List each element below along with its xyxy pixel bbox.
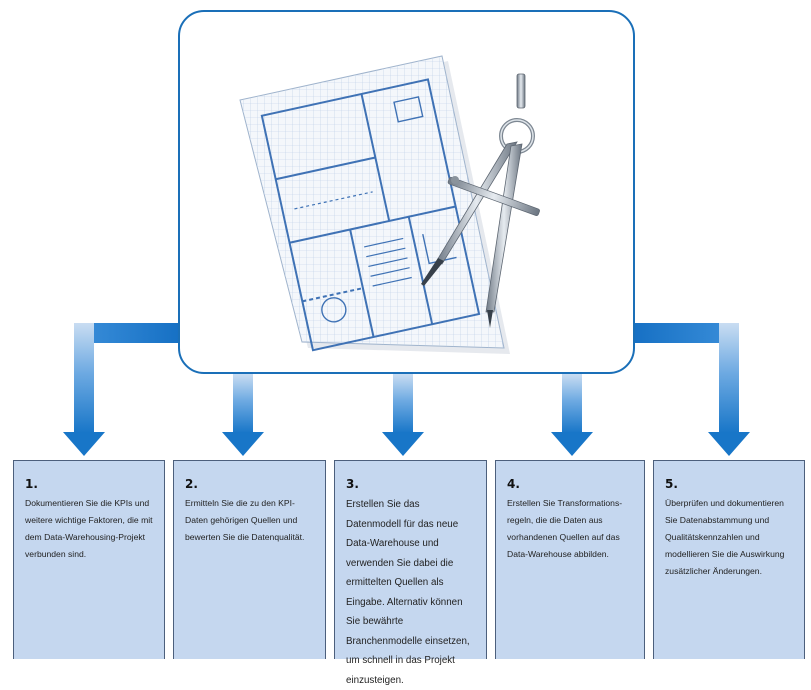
blueprint-with-compass-icon	[239, 55, 540, 354]
step-box-2: 2. Ermitteln Sie die zu den KPI-Daten ge…	[173, 460, 326, 659]
step-number: 3.	[346, 477, 359, 491]
step-description: Ermitteln Sie die zu den KPI-Daten gehör…	[185, 498, 305, 542]
hub-box	[178, 10, 635, 374]
step-description: Erstellen Sie Transformations-regeln, di…	[507, 498, 623, 559]
step-description: Dokumentieren Sie die KPIs und weitere w…	[25, 498, 153, 559]
step-box-1: 1. Dokumentieren Sie die KPIs und weiter…	[13, 460, 165, 659]
arrow-step-3	[382, 374, 424, 456]
arrow-step-1	[63, 323, 105, 456]
step-box-4: 4. Erstellen Sie Transformations-regeln,…	[495, 460, 645, 659]
compass	[421, 73, 540, 328]
blueprint-sheet	[239, 55, 505, 352]
step-number: 2.	[185, 477, 198, 491]
step-number: 1.	[25, 477, 38, 491]
step-number: 5.	[665, 477, 678, 491]
step-number: 4.	[507, 477, 520, 491]
step-description: Erstellen Sie das Datenmodell für das ne…	[346, 499, 470, 686]
arrow-step-4	[551, 374, 593, 456]
arrow-step-2	[222, 374, 264, 456]
left-connector-bar	[74, 323, 180, 343]
step-box-5: 5. Überprüfen und dokumentieren Sie Date…	[653, 460, 805, 659]
connector-arrows	[63, 323, 750, 456]
right-connector-bar	[633, 323, 739, 343]
step-description: Überprüfen und dokumentieren Sie Datenab…	[665, 498, 785, 576]
step-box-3: 3. Erstellen Sie das Datenmodell für das…	[334, 460, 487, 686]
arrow-step-5	[708, 323, 750, 456]
